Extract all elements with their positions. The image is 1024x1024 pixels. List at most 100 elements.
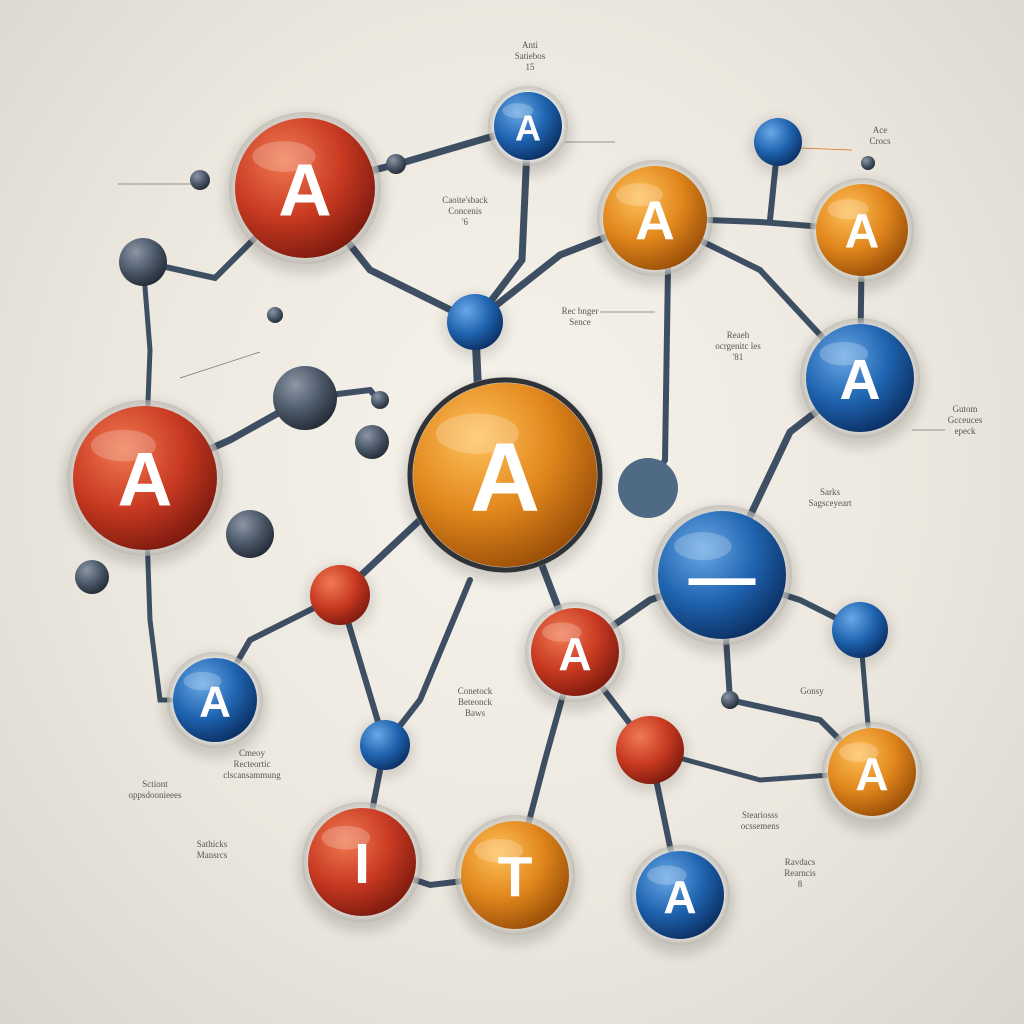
atom-sphere <box>308 808 416 916</box>
atom-sphere <box>413 383 597 567</box>
annotation-line: Conetock <box>458 686 493 696</box>
atom-node-red: I <box>298 802 426 932</box>
minor-atom-blue <box>447 294 503 350</box>
atom-node-blue: A <box>626 845 734 955</box>
annotation-line: Reaeh <box>727 330 750 340</box>
annotation-line: Mansrcs <box>197 850 228 860</box>
atom-sphere <box>173 658 257 742</box>
annotation-line: 15 <box>526 62 536 72</box>
atom-sphere <box>658 511 786 639</box>
annotation-line: clscansammung <box>223 770 281 780</box>
annotation-line: ocssemens <box>741 821 780 831</box>
atom-glyph: A <box>558 628 591 680</box>
atom-highlight <box>542 622 582 642</box>
atom-highlight <box>321 825 371 850</box>
atom-sphere <box>73 406 217 550</box>
atom-node-red: A <box>521 602 629 712</box>
atom-highlight <box>252 141 316 172</box>
annotation-line: Cmeoy <box>239 748 265 758</box>
atom-sphere <box>828 728 916 816</box>
link <box>382 577 473 748</box>
annotation-line: Beteonck <box>458 697 492 707</box>
minor-atom-blue <box>832 602 888 658</box>
joint-atom <box>721 691 739 709</box>
annotation-label: Gonsy <box>800 686 824 696</box>
atom-highlight <box>183 671 222 691</box>
annotation-line: Recteortic <box>234 759 271 769</box>
annotation-line: Crocs <box>870 136 891 146</box>
atom-sphere <box>806 324 914 432</box>
atom-sphere <box>816 184 908 276</box>
annotation-line: Satiebos <box>515 51 546 61</box>
atom-highlight <box>674 532 732 561</box>
annotation-line: Gutom <box>952 404 977 414</box>
minor-atom-blue <box>360 720 410 770</box>
joint-atom <box>75 560 109 594</box>
atom-sphere <box>235 118 375 258</box>
annotation-line: Ace <box>873 125 888 135</box>
atom-highlight <box>839 742 879 762</box>
annotation-line: Gonsy <box>800 686 824 696</box>
joint-atoms <box>75 154 875 709</box>
atom-glyph: A <box>839 348 880 412</box>
atom-glyph: A <box>199 678 231 727</box>
annotation-line: Rearncis <box>784 868 816 878</box>
atom-glyph: A <box>663 871 696 923</box>
atom-glyph: A <box>635 189 675 251</box>
annotation-line: Baws <box>465 708 485 718</box>
joint-atom <box>371 391 389 409</box>
joint-atom <box>119 238 167 286</box>
atom-highlight <box>91 429 156 462</box>
annotation-line: Ravdacs <box>785 857 816 867</box>
atom-node-orange: A <box>806 178 918 292</box>
atom-glyph: A <box>515 108 541 149</box>
annotation-line: Sctiont <box>142 779 168 789</box>
leader-lines <box>118 141 945 431</box>
atom-sphere <box>461 821 569 929</box>
annotation-line: '6 <box>462 217 469 227</box>
atom-node-blue: — <box>648 505 796 655</box>
minor-atom-blue <box>754 118 802 166</box>
atom-node-red: A <box>63 400 227 566</box>
annotation-line: Caoite'sback <box>442 195 488 205</box>
joint-atom <box>226 510 274 558</box>
atom-ring <box>407 377 603 573</box>
annotation-line: Sagsceyeart <box>809 498 852 508</box>
atom-highlight <box>616 183 663 207</box>
annotation-line: Rec bnger <box>562 306 599 316</box>
link <box>645 265 671 491</box>
leader-line <box>179 351 261 379</box>
atom-sphere <box>494 92 562 160</box>
atom-glyph: A <box>118 438 173 523</box>
joint-atom <box>190 170 210 190</box>
annotation-line: oppsdoonieees <box>129 790 182 800</box>
leader-line <box>799 147 853 151</box>
annotation-line: ocrgenitc les <box>715 341 761 351</box>
atom-node-orange: A <box>403 377 607 583</box>
atom-node-red: A <box>225 112 385 274</box>
annotation-line: Sarks <box>820 487 840 497</box>
annotation-line: Sathicks <box>197 839 228 849</box>
joint-atom <box>861 156 875 170</box>
atom-glyph: A <box>845 206 880 259</box>
joint-atom <box>273 366 337 430</box>
atom-glyph: A <box>278 149 331 232</box>
annotation-line: Sence <box>569 317 591 327</box>
atom-node-blue: A <box>484 86 572 176</box>
atom-highlight <box>436 413 519 454</box>
atom-sphere <box>603 166 707 270</box>
joint-atom <box>267 307 283 323</box>
annotation-line: Steariosss <box>742 810 778 820</box>
